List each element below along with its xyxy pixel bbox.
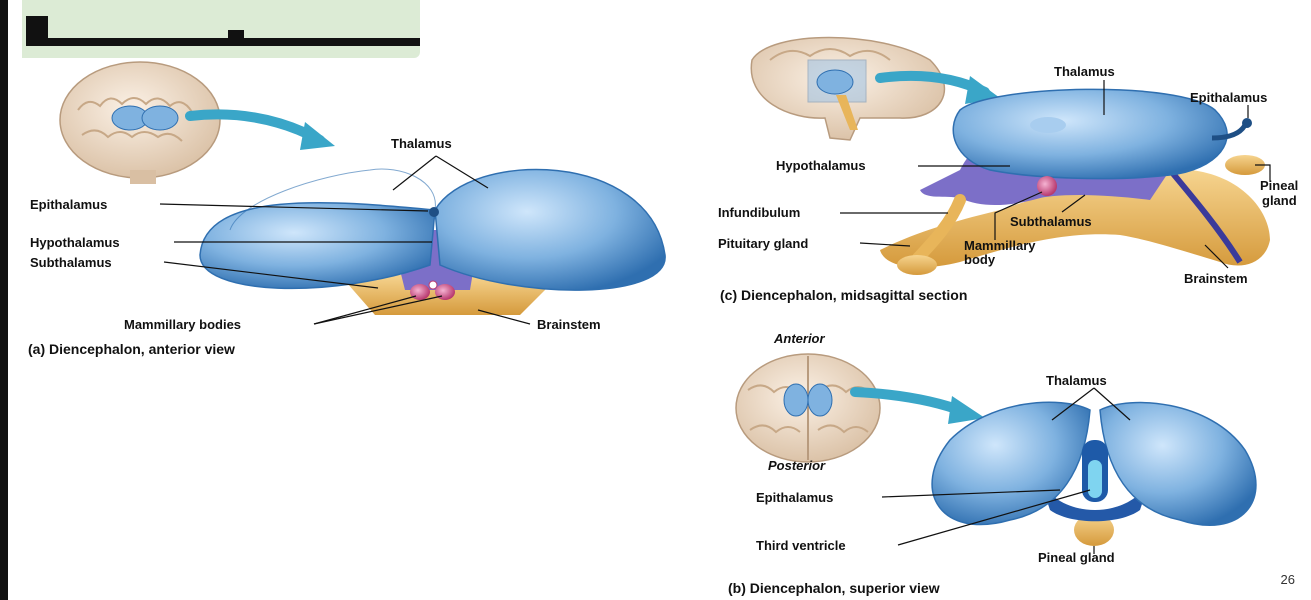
label-c-thalamus: Thalamus <box>1054 64 1115 79</box>
label-c-body: body <box>964 252 996 267</box>
label-a-mammillary-bodies: Mammillary bodies <box>124 317 241 332</box>
label-a-thalamus: Thalamus <box>391 136 452 151</box>
label-c-pineal: Pineal <box>1260 178 1298 193</box>
label-b-posterior: Posterior <box>768 458 826 473</box>
label-c-gland: gland <box>1262 193 1297 208</box>
brain-thumbnail-superior-icon <box>736 354 880 462</box>
panel-b-superior-view: Anterior Posterior Thalamus Epit <box>728 331 1256 596</box>
panel-c-midsagittal-section: Thalamus Epithalamus Hypothalamus Pineal… <box>718 38 1298 304</box>
label-c-pituitary-gland: Pituitary gland <box>718 236 808 251</box>
label-c-epithalamus: Epithalamus <box>1190 90 1267 105</box>
label-c-infundibulum: Infundibulum <box>718 205 800 220</box>
brain-thumbnail-sagittal-icon <box>751 38 944 141</box>
label-a-brainstem: Brainstem <box>537 317 601 332</box>
caption-c: (c) Diencephalon, midsagittal section <box>720 287 967 303</box>
label-b-thalamus: Thalamus <box>1046 373 1107 388</box>
diencephalon-superior-shape <box>932 402 1256 546</box>
label-c-hypothalamus: Hypothalamus <box>776 158 866 173</box>
label-b-pineal-gland: Pineal gland <box>1038 550 1115 565</box>
brain-thumbnail-anterior-icon <box>60 62 220 184</box>
caption-b: (b) Diencephalon, superior view <box>728 580 940 596</box>
caption-a: (a) Diencephalon, anterior view <box>28 341 235 357</box>
label-a-hypothalamus: Hypothalamus <box>30 235 120 250</box>
label-a-epithalamus: Epithalamus <box>30 197 107 212</box>
label-c-subthalamus: Subthalamus <box>1010 214 1092 229</box>
label-b-epithalamus: Epithalamus <box>756 490 833 505</box>
label-b-third-ventricle: Third ventricle <box>756 538 846 553</box>
label-c-brainstem: Brainstem <box>1184 271 1248 286</box>
label-b-anterior: Anterior <box>773 331 826 346</box>
panel-a-anterior-view: Thalamus Epithalamus Hypothalamus Subtha… <box>28 62 665 357</box>
page-number: 26 <box>1281 572 1295 587</box>
label-c-mammillary: Mammillary <box>964 238 1036 253</box>
label-a-subthalamus: Subthalamus <box>30 255 112 270</box>
diencephalon-sagittal-shape <box>880 89 1270 275</box>
